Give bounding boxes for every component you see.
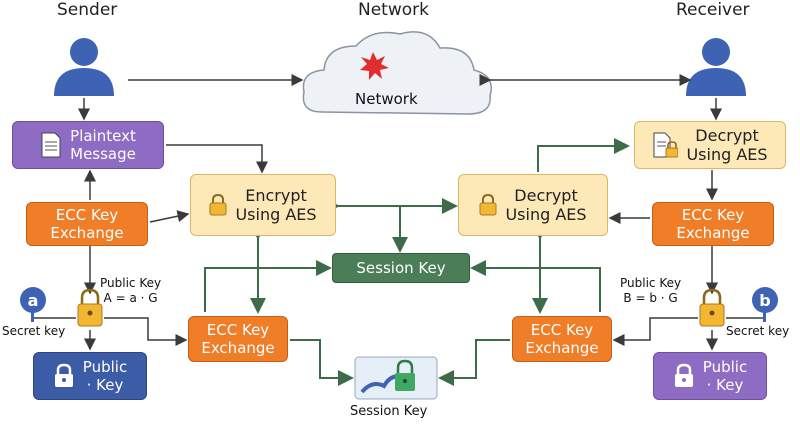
plaintext-label: Plaintext Message	[70, 127, 136, 163]
decrypt-label: Decrypt Using AES	[505, 185, 587, 224]
secret-b-stem	[763, 312, 766, 322]
cloud-label: Network	[355, 90, 418, 108]
sender-chain-lock-icon	[77, 288, 103, 327]
sender-person-icon	[54, 38, 114, 96]
session-key-image-icon	[354, 356, 438, 400]
receiver-person-icon	[686, 38, 746, 96]
session-key-bottom-label: Session Key	[350, 404, 428, 419]
receiver-decrypt-label: Decrypt Using AES	[686, 125, 768, 164]
sender-ecc-exchange-box[interactable]: ECC Key Exchange	[26, 202, 148, 246]
secret-a-stem	[31, 312, 34, 322]
receiver-secret-key-label: Secret key	[726, 324, 790, 338]
sender-header: Sender	[57, 0, 118, 20]
receiver-chain-lock-icon	[699, 288, 725, 327]
padlock-icon	[479, 194, 497, 216]
secret-b-icon: b	[752, 287, 778, 313]
network-burst-icon	[360, 52, 389, 80]
plaintext-message-box[interactable]: Plaintext Message	[12, 121, 164, 169]
padlock-icon	[674, 363, 693, 387]
receiver-public-key-label: Public Key B = b · G	[620, 276, 682, 305]
encrypt-label: Encrypt Using AES	[235, 185, 317, 224]
secret-a-icon: a	[20, 287, 46, 313]
decrypt-aes-box[interactable]: Decrypt Using AES	[458, 174, 608, 236]
receiver-decrypt-box[interactable]: Decrypt Using AES	[634, 121, 786, 169]
sender-secret-key-label: Secret key	[2, 324, 66, 338]
sender-public-key-box[interactable]: Public · Key	[33, 352, 147, 400]
network-header: Network	[358, 0, 429, 20]
document-icon	[41, 132, 61, 158]
network-cloud-icon	[302, 31, 492, 115]
padlock-icon	[54, 363, 73, 387]
document-lock-icon	[653, 132, 679, 158]
sender-public-key-text: Public · Key	[82, 358, 128, 394]
sender-public-key-label: Public Key A = a · G	[100, 276, 162, 305]
receiver-public-key-text: Public · Key	[702, 358, 748, 394]
session-key-box[interactable]: Session Key	[332, 253, 470, 283]
padlock-icon	[209, 194, 227, 216]
receiver-public-key-box[interactable]: Public · Key	[653, 352, 767, 400]
encrypt-aes-box[interactable]: Encrypt Using AES	[190, 174, 336, 236]
left-ecc-exchange-box[interactable]: ECC Key Exchange	[188, 316, 288, 362]
receiver-ecc-exchange-box[interactable]: ECC Key Exchange	[652, 202, 774, 246]
receiver-header: Receiver	[676, 0, 750, 20]
right-ecc-exchange-box[interactable]: ECC Key Exchange	[512, 316, 612, 362]
